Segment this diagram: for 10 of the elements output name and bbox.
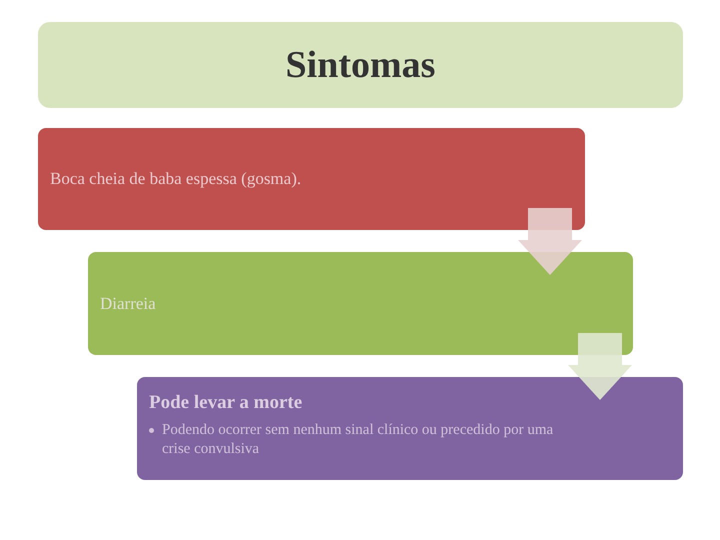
process-box: [38, 128, 585, 230]
bullet-text: Podendo ocorrer sem nenhum sinal clínico ou precedido por uma crise convulsiva: [162, 420, 554, 458]
title: Sintomas: [286, 46, 436, 84]
box-text: Pode levar a morte: [149, 391, 304, 415]
box-text: Diarreia: [100, 292, 157, 314]
block-arrow: [568, 333, 632, 400]
block-arrow: [518, 208, 582, 275]
box-text: Boca cheia de baba espessa (gosma).: [50, 168, 302, 190]
process-box: [88, 252, 633, 355]
process-box: [137, 377, 683, 480]
